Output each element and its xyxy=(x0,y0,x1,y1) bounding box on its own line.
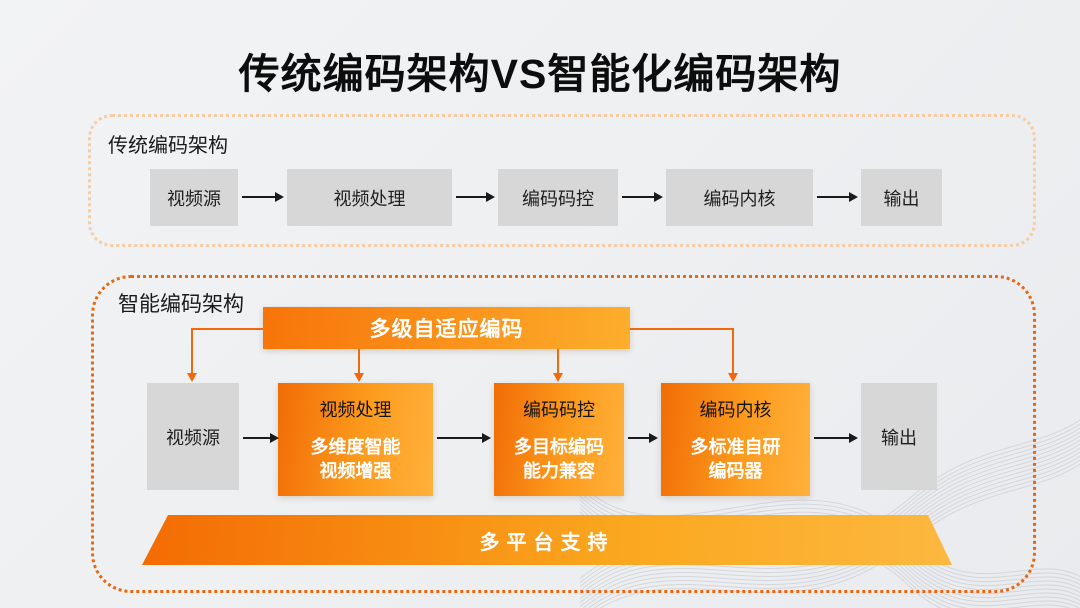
arrow-right-icon xyxy=(243,437,270,439)
connector-line xyxy=(358,349,360,374)
arrow-right-icon xyxy=(628,437,649,439)
connector-line xyxy=(192,328,263,330)
smart-section-label: 智能编码架构 xyxy=(118,293,244,316)
smart-node-rate-control: 编码码控 多目标编码 能力兼容 xyxy=(494,383,624,496)
node-subtitle: 多标准自研 编码器 xyxy=(690,437,781,482)
smart-architecture-panel xyxy=(91,275,1036,593)
arrow-right-icon xyxy=(814,437,849,439)
node-title: 编码内核 xyxy=(699,400,772,420)
arrow-right-icon xyxy=(622,196,654,198)
multi-platform-bar: 多平台支持 xyxy=(142,515,952,565)
arrow-down-icon xyxy=(728,373,738,382)
page-title: 传统编码架构VS智能化编码架构 xyxy=(238,51,842,97)
node-title: 编码码控 xyxy=(523,400,595,420)
trad-node-video-source: 视频源 xyxy=(150,169,238,226)
arrow-down-icon xyxy=(187,373,197,382)
arrow-right-icon xyxy=(817,196,849,198)
arrow-right-icon xyxy=(437,437,482,439)
traditional-architecture-panel xyxy=(88,114,1036,247)
connector-line xyxy=(630,328,734,330)
trad-node-output: 输出 xyxy=(861,169,942,226)
trad-node-rate-control: 编码码控 xyxy=(498,169,618,226)
connector-line xyxy=(732,328,734,374)
arrow-down-icon xyxy=(553,373,563,382)
node-subtitle: 多目标编码 能力兼容 xyxy=(514,437,604,482)
connector-line xyxy=(191,328,193,374)
trad-node-encoder-core: 编码内核 xyxy=(666,169,813,226)
node-title: 视频处理 xyxy=(319,400,392,420)
arrow-down-icon xyxy=(354,373,364,382)
smart-node-video-source: 视频源 xyxy=(147,383,239,490)
arrow-right-icon xyxy=(456,196,486,198)
adaptive-encoding-bar: 多级自适应编码 xyxy=(263,307,630,349)
smart-node-output: 输出 xyxy=(861,383,937,490)
connector-line xyxy=(557,349,559,374)
smart-node-video-processing: 视频处理 多维度智能 视频增强 xyxy=(278,383,433,496)
trad-node-video-processing: 视频处理 xyxy=(287,169,452,226)
arrow-right-icon xyxy=(242,196,275,198)
smart-node-encoder-core: 编码内核 多标准自研 编码器 xyxy=(661,383,810,496)
traditional-section-label: 传统编码架构 xyxy=(108,135,228,157)
node-subtitle: 多维度智能 视频增强 xyxy=(310,437,401,482)
